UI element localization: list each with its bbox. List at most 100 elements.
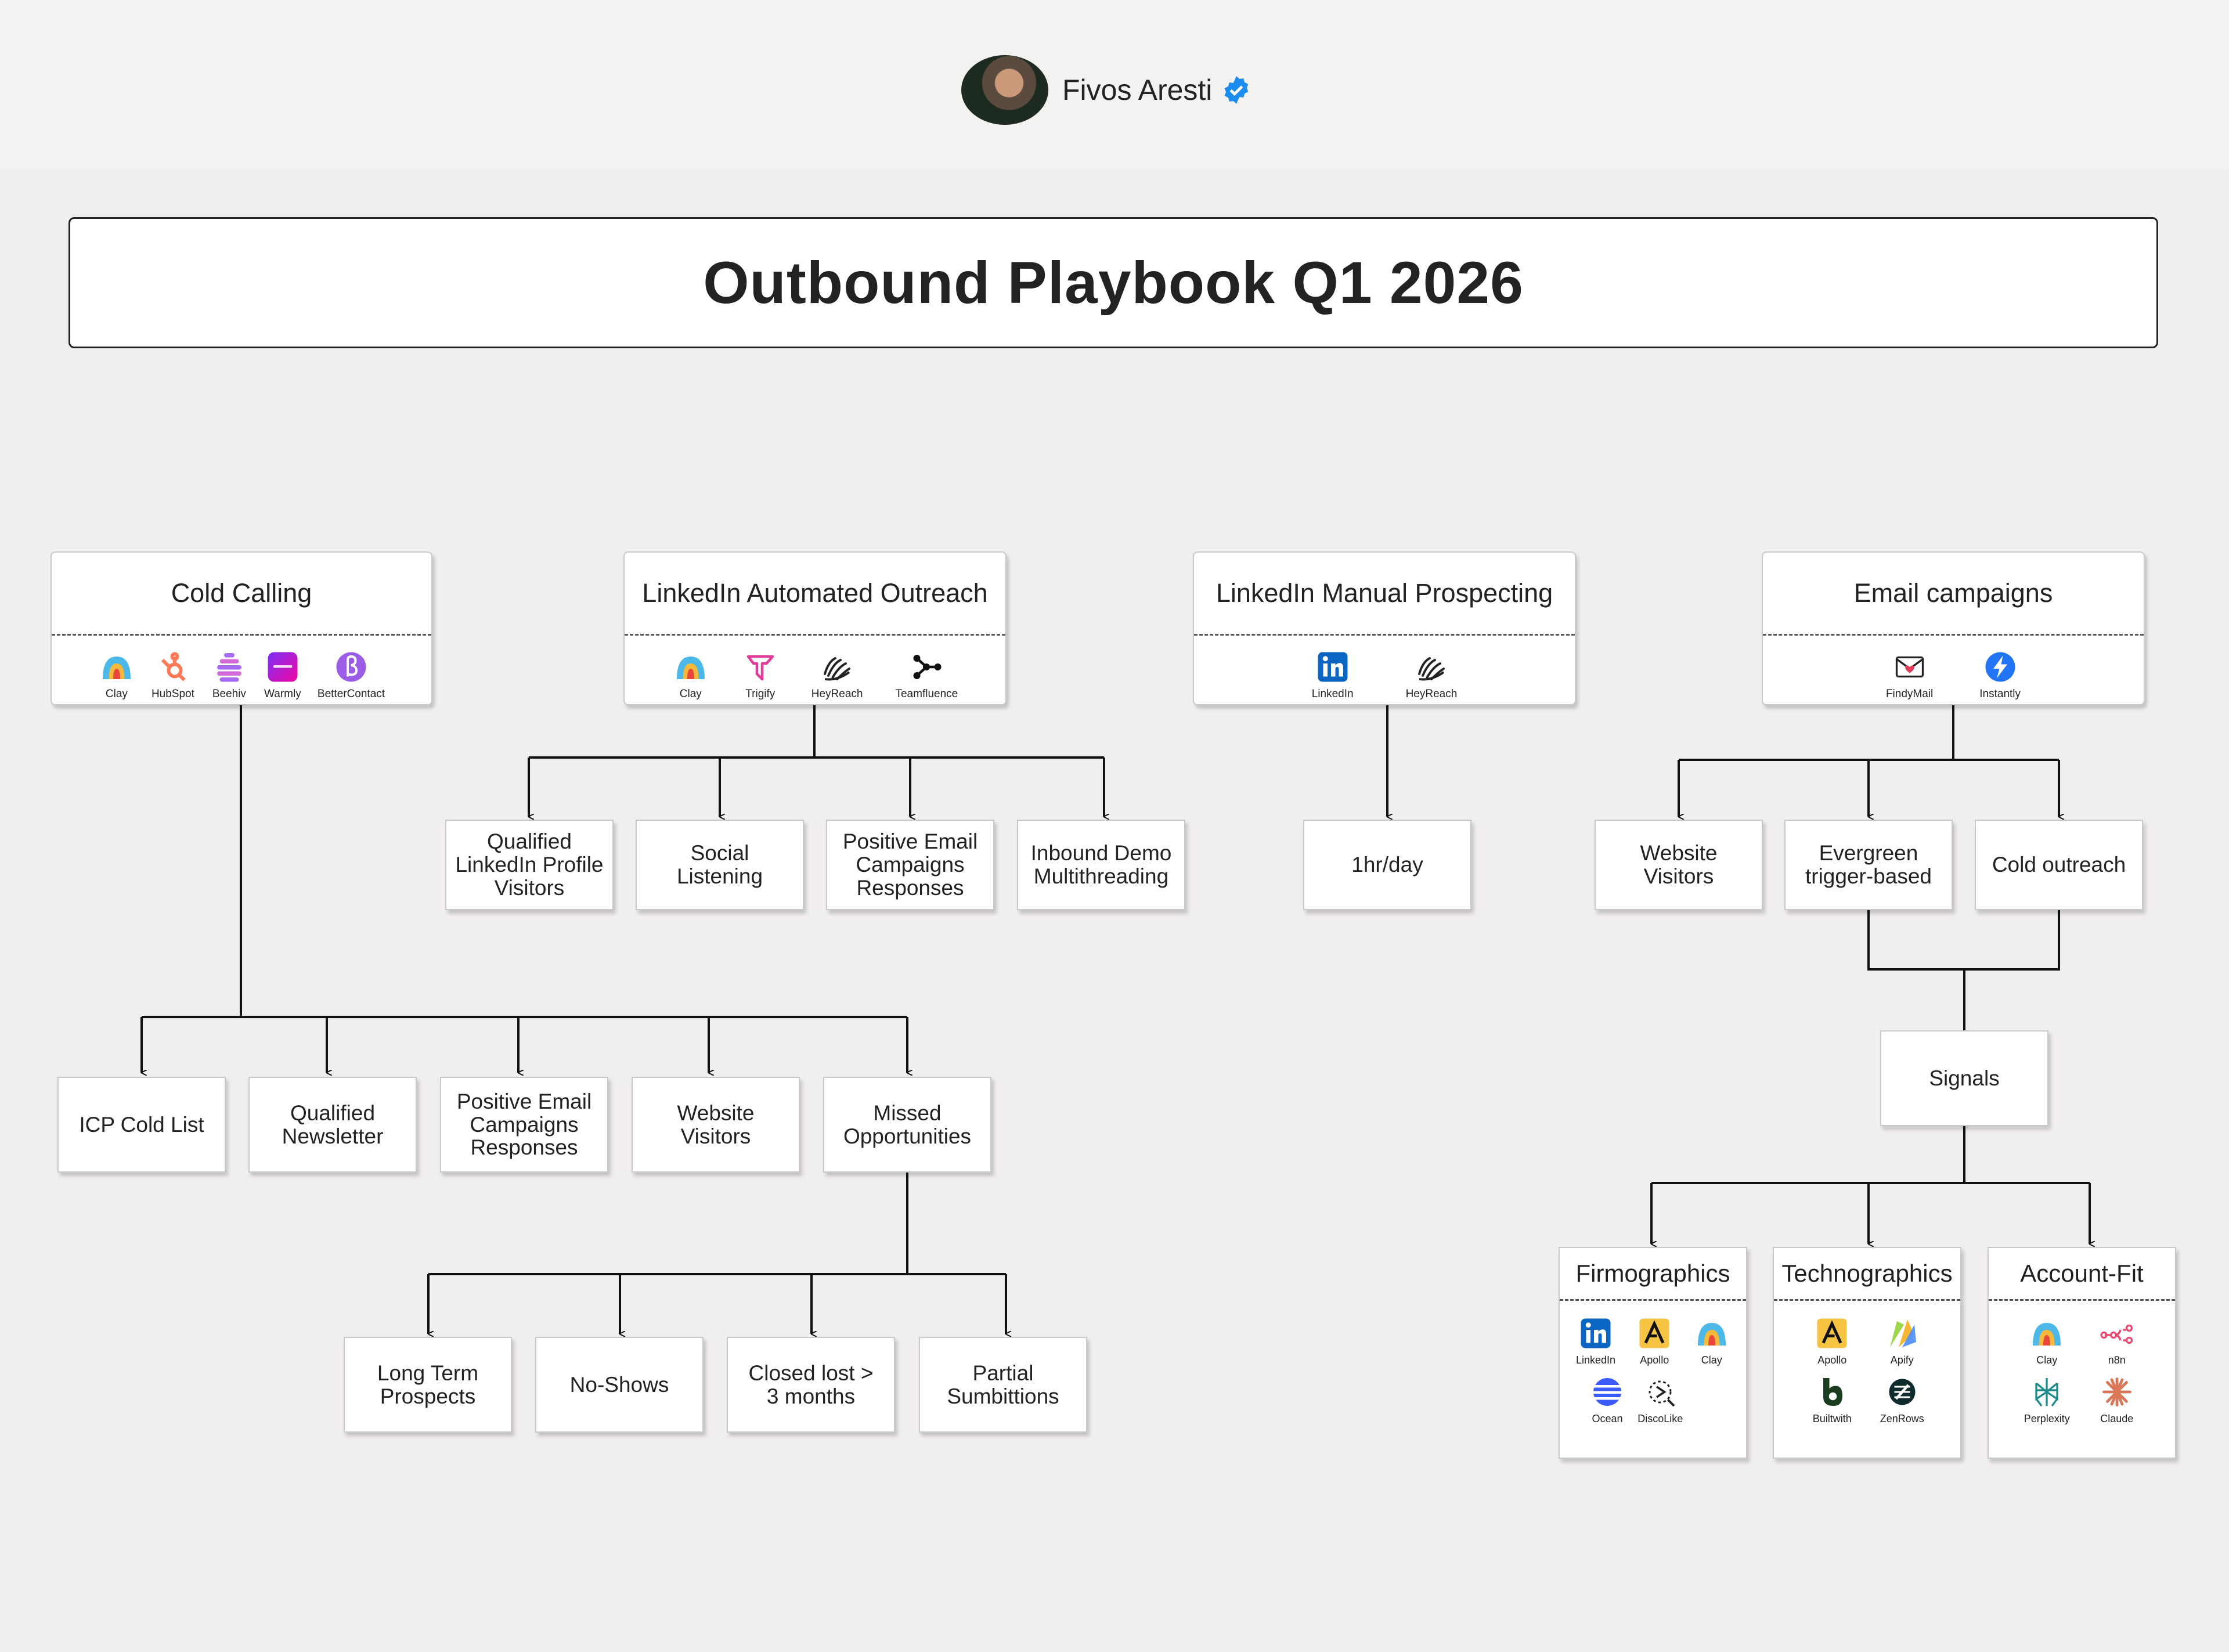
branch-title: LinkedIn Manual Prospecting — [1194, 553, 1575, 636]
tool-label: Builtwith — [1813, 1413, 1852, 1425]
node-inbound-demo[interactable]: Inbound Demo Multithreading — [1017, 820, 1185, 910]
node-qualified-newsletter[interactable]: Qualified Newsletter — [248, 1077, 417, 1173]
tool-label: HeyReach — [811, 688, 863, 701]
tool-linkedin: LinkedIn — [1312, 648, 1354, 701]
tool-label: Trigify — [745, 688, 775, 701]
node-missed-opportunities[interactable]: Missed Opportunities — [823, 1077, 991, 1173]
signal-group-account-fit[interactable]: Account-Fit Clay n8n Perplexity Claude — [1988, 1247, 2176, 1459]
tool-row: LinkedIn HeyReach — [1194, 636, 1575, 701]
node-icp-cold-list[interactable]: ICP Cold List — [57, 1077, 226, 1173]
tool-row: Clay Trigify HeyReach Teamfluence — [625, 636, 1005, 701]
branch-email-campaigns[interactable]: Email campaigns FindyMail Instantly — [1762, 551, 2145, 705]
tool-label: Apify — [1891, 1354, 1914, 1366]
n8n-icon — [2100, 1316, 2134, 1351]
node-website-visitors-email[interactable]: Website Visitors — [1595, 820, 1763, 910]
instantly-icon — [1983, 650, 2018, 684]
hubspot-icon — [156, 650, 190, 684]
discolike-icon — [1643, 1375, 1678, 1409]
tool-label: FindyMail — [1886, 688, 1933, 701]
tool-label: LinkedIn — [1312, 688, 1354, 701]
tool-label: Apollo — [1817, 1354, 1846, 1366]
branch-title: LinkedIn Automated Outreach — [625, 553, 1005, 636]
signal-group-title: Account-Fit — [1989, 1248, 2175, 1301]
tool-label: BetterContact — [318, 688, 385, 701]
tool-label: Instantly — [1979, 688, 2021, 701]
perplexity-icon — [2029, 1375, 2064, 1409]
tool-bettercontact: BetterContact — [318, 648, 385, 701]
branch-cold-calling[interactable]: Cold Calling Clay HubSpot Beehiv Warmly … — [51, 551, 432, 705]
page-title: Outbound Playbook Q1 2026 — [703, 249, 1524, 317]
tool-perplexity: Perplexity — [2012, 1373, 2082, 1425]
node-website-visitors-cc[interactable]: Website Visitors — [632, 1077, 800, 1173]
node-one-hour-per-day[interactable]: 1hr/day — [1303, 820, 1471, 910]
node-partial-submissions[interactable]: Partial Sumbittions — [919, 1337, 1087, 1433]
tool-warmly: Warmly — [264, 648, 301, 701]
tool-trigify: Trigify — [742, 648, 779, 701]
tool-apollo: Apollo — [1797, 1315, 1867, 1366]
tool-label: Clay — [106, 688, 128, 701]
signal-group-firmographics[interactable]: Firmographics LinkedIn Apollo Clay Ocean… — [1559, 1247, 1747, 1459]
beehiv-icon — [212, 650, 247, 684]
tool-label: Claude — [2100, 1413, 2133, 1425]
node-positive-email-responses-lia[interactable]: Positive Email Campaigns Responses — [826, 820, 994, 910]
connector-merge — [1869, 910, 2059, 969]
findymail-icon — [1892, 650, 1927, 684]
teamfluence-icon — [909, 650, 944, 684]
tool-discolike: DiscoLike — [1638, 1373, 1683, 1425]
verified-badge-icon — [1221, 75, 1251, 105]
apify-icon — [1885, 1316, 1920, 1351]
ocean-icon — [1590, 1375, 1625, 1409]
tool-label: Apollo — [1640, 1354, 1669, 1366]
tool-label: LinkedIn — [1576, 1354, 1615, 1366]
signal-group-technographics[interactable]: Technographics Apollo Apify Builtwith Ze… — [1773, 1247, 1961, 1459]
node-cold-outreach[interactable]: Cold outreach — [1975, 820, 2143, 910]
node-social-listening[interactable]: Social Listening — [636, 820, 804, 910]
tool-claude: Claude — [2082, 1373, 2152, 1425]
node-signals[interactable]: Signals — [1880, 1030, 2048, 1126]
node-evergreen-trigger[interactable]: Evergreen trigger-based — [1784, 820, 1953, 910]
trigify-icon — [743, 650, 778, 684]
author-name: Fivos Aresti — [1062, 73, 1212, 107]
branch-title: Cold Calling — [52, 553, 431, 636]
tool-label: HeyReach — [1406, 688, 1458, 701]
tool-label: Ocean — [1592, 1413, 1622, 1425]
avatar[interactable] — [961, 55, 1048, 125]
builtwith-icon — [1815, 1375, 1849, 1409]
tool-builtwith: Builtwith — [1797, 1373, 1867, 1425]
tool-label: Beehiv — [212, 688, 246, 701]
bettercontact-icon — [334, 650, 369, 684]
signal-tools: Clay n8n Perplexity Claude — [1989, 1301, 2175, 1425]
branch-linkedin-manual[interactable]: LinkedIn Manual Prospecting LinkedIn Hey… — [1193, 551, 1576, 705]
title-banner: Outbound Playbook Q1 2026 — [68, 217, 2158, 348]
node-closed-lost[interactable]: Closed lost > 3 months — [727, 1337, 895, 1433]
zenrows-icon — [1885, 1375, 1920, 1409]
tool-label: Perplexity — [2024, 1413, 2070, 1425]
clay-icon — [99, 650, 134, 684]
tool-heyreach: HeyReach — [811, 648, 863, 701]
tool-clay: Clay — [672, 648, 709, 701]
branch-linkedin-automated[interactable]: LinkedIn Automated Outreach Clay Trigify… — [623, 551, 1007, 705]
tool-ocean: Ocean — [1589, 1373, 1626, 1425]
warmly-icon — [265, 650, 300, 684]
heyreach-icon — [820, 650, 854, 684]
clay-icon — [1694, 1316, 1729, 1351]
tool-label: ZenRows — [1880, 1413, 1924, 1425]
tool-zenrows: ZenRows — [1867, 1373, 1938, 1425]
author-badge[interactable]: Fivos Aresti — [961, 55, 1251, 125]
linkedin-icon — [1315, 650, 1350, 684]
signal-group-title: Technographics — [1774, 1248, 1960, 1301]
signal-tools: Apollo Apify Builtwith ZenRows — [1774, 1301, 1960, 1425]
node-positive-email-responses-cc[interactable]: Positive Email Campaigns Responses — [440, 1077, 608, 1173]
clay-icon — [2029, 1316, 2064, 1351]
tool-label: Clay — [1701, 1354, 1722, 1366]
node-no-shows[interactable]: No-Shows — [535, 1337, 704, 1433]
node-long-term-prospects[interactable]: Long Term Prospects — [344, 1337, 512, 1433]
tool-n8n: n8n — [2082, 1315, 2152, 1366]
node-qualified-linkedin-visitors[interactable]: Qualified LinkedIn Profile Visitors — [445, 820, 614, 910]
tool-clay: Clay — [98, 648, 135, 701]
tool-apollo: Apollo — [1626, 1315, 1683, 1366]
tool-clay: Clay — [2012, 1315, 2082, 1366]
tool-heyreach: HeyReach — [1406, 648, 1458, 701]
tool-row: FindyMail Instantly — [1763, 636, 2144, 701]
